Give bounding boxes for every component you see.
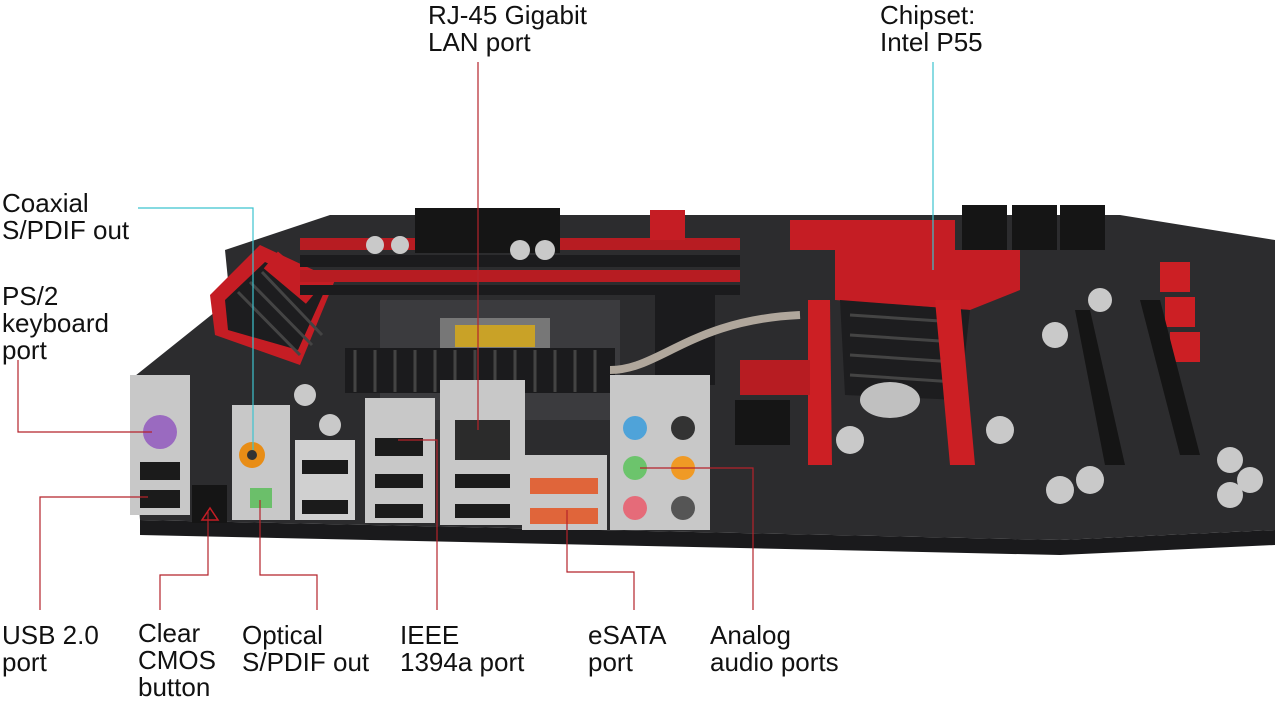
leader-optical xyxy=(259,500,318,610)
callout-chipset: Chipset: Intel P55 xyxy=(880,2,983,56)
callout-esata-line-2: port xyxy=(588,647,633,677)
leader-ieee xyxy=(398,439,438,610)
callout-cmos-line-2: CMOS xyxy=(138,645,216,675)
callout-audio-line-2: audio ports xyxy=(710,647,839,677)
callout-usb-line-2: port xyxy=(2,647,47,677)
ps2-port-shape xyxy=(143,415,177,449)
sata-connectors xyxy=(962,205,1200,362)
callout-usb-line-1: USB 2.0 xyxy=(2,620,99,650)
callout-usb: USB 2.0 port xyxy=(2,622,99,676)
cmos-battery xyxy=(860,382,920,418)
callout-ps2-line-1: PS/2 xyxy=(2,281,59,311)
callout-audio-line-1: Analog xyxy=(710,620,791,650)
callout-esata-line-1: eSATA xyxy=(588,620,667,650)
callout-ieee-line-1: IEEE xyxy=(400,620,460,650)
callout-cmos: Clear CMOS button xyxy=(138,620,216,701)
leader-usb xyxy=(39,496,148,610)
callout-audio: Analog audio ports xyxy=(710,622,839,676)
callout-ieee: IEEE 1394a port xyxy=(400,622,524,676)
callout-optical: Optical S/PDIF out xyxy=(242,622,369,676)
leader-coaxial xyxy=(138,207,254,450)
leader-cmos xyxy=(159,512,209,610)
callout-rj45-line-1: RJ-45 Gigabit xyxy=(428,0,587,30)
callout-cmos-line-1: Clear xyxy=(138,618,201,648)
callout-cmos-line-3: button xyxy=(138,672,211,702)
callout-ps2: PS/2 keyboard port xyxy=(2,283,109,364)
atx-power-connector xyxy=(415,208,560,253)
callout-ps2-line-2: keyboard xyxy=(2,308,109,338)
callout-coaxial: Coaxial S/PDIF out xyxy=(2,190,129,244)
leader-audio xyxy=(640,467,754,610)
callout-coaxial-line-2: S/PDIF out xyxy=(2,215,130,245)
leader-lines xyxy=(17,62,934,610)
callout-chipset-line-2: Intel P55 xyxy=(880,27,983,57)
pcb-board-edge xyxy=(140,520,1275,555)
rear-io-panel xyxy=(130,375,710,530)
callout-coaxial-line-1: Coaxial xyxy=(2,188,89,218)
callout-esata: eSATA port xyxy=(588,622,667,676)
callout-rj45-line-2: LAN port xyxy=(428,27,531,57)
callout-optical-line-1: Optical xyxy=(242,620,323,650)
callout-optical-line-2: S/PDIF out xyxy=(242,647,370,677)
leader-ps2 xyxy=(17,360,152,433)
pcie-slots xyxy=(735,300,1200,465)
leader-esata xyxy=(566,510,635,610)
capacitors xyxy=(294,236,1263,508)
callout-ps2-line-3: port xyxy=(2,335,47,365)
callout-rj45: RJ-45 Gigabit LAN port xyxy=(428,2,587,56)
callout-ieee-line-2: 1394a port xyxy=(400,647,525,677)
callout-chipset-line-1: Chipset: xyxy=(880,0,976,30)
